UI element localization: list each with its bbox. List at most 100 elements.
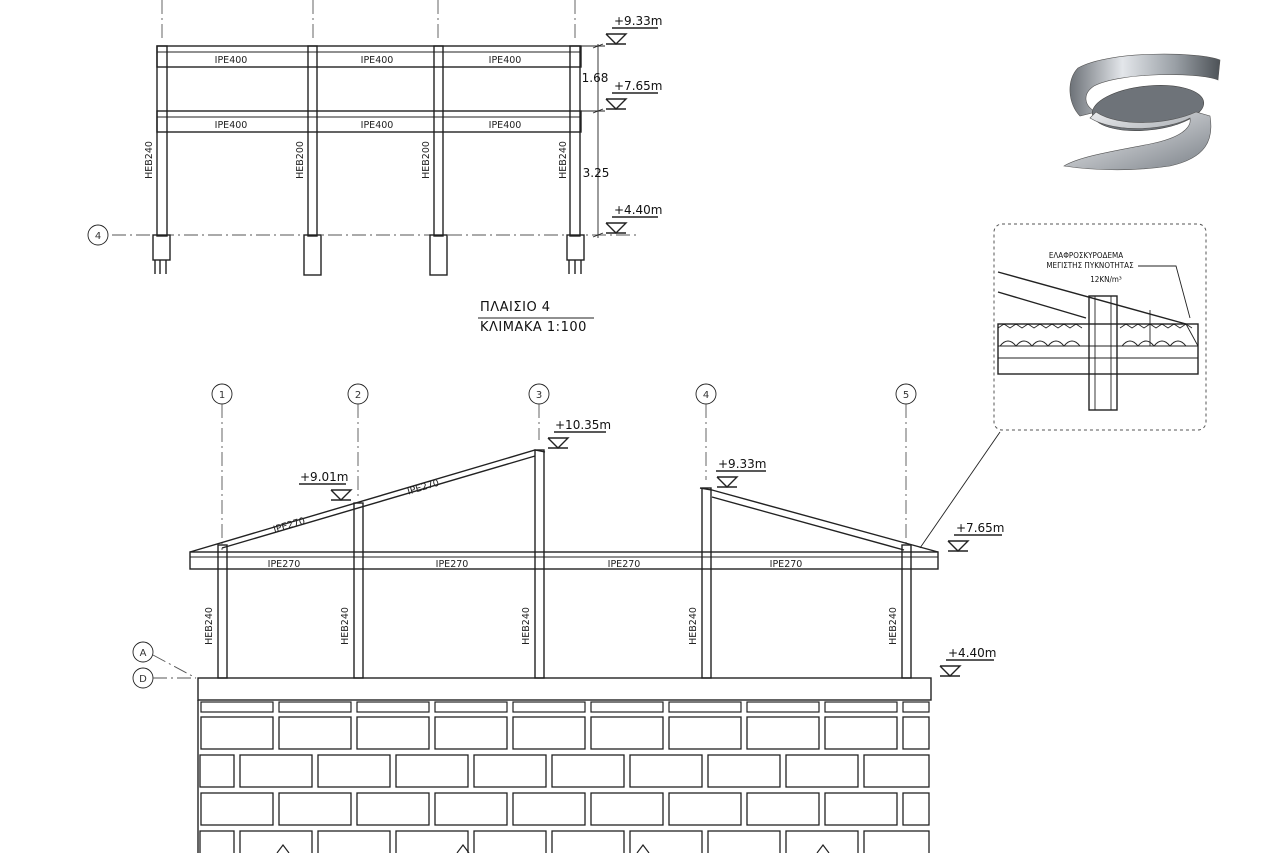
column	[307, 45, 318, 237]
brick	[278, 716, 352, 750]
marker-triangle	[456, 844, 470, 853]
brick	[356, 792, 430, 826]
elevation-marker	[605, 27, 658, 45]
cross-section: 1 2 3 4 5 IPE270 IPE270 IPE270 IPE270 IP…	[132, 383, 1004, 701]
brick	[200, 701, 274, 713]
column	[353, 502, 364, 679]
axis-bubble-label: 3	[536, 390, 542, 401]
axis-bubble-label: 5	[903, 390, 909, 401]
brick	[668, 792, 742, 826]
brick	[434, 716, 508, 750]
brick	[902, 716, 930, 750]
s-ribbon-logo-icon	[1063, 53, 1221, 171]
elevation-marker	[605, 92, 658, 110]
column	[901, 544, 912, 679]
column-label: HEB200	[295, 141, 306, 179]
brick	[199, 830, 235, 853]
roof-detail-callout: ΕΛΑΦΡΟΣΚΥΡΟΔΕΜΑ ΜΕΓΙΣΤΗΣ ΠΥΚΝΟΤΗΤΑΣ 12KN…	[919, 223, 1207, 549]
brick	[512, 716, 586, 750]
brick	[824, 792, 898, 826]
row-bubble-label: A	[140, 648, 147, 659]
dimension-label: 1.68	[582, 71, 609, 85]
elevation-label: +9.33m	[614, 14, 662, 28]
brick	[590, 701, 664, 713]
column-label: HEB240	[688, 607, 699, 645]
brick	[278, 701, 352, 713]
brick	[590, 716, 664, 750]
column-label: HEB240	[340, 607, 351, 645]
marker-triangle	[636, 844, 650, 853]
row-bubble-label: D	[139, 674, 147, 685]
axis-bubble-label: 1	[219, 390, 225, 401]
brick	[551, 830, 625, 853]
brick	[356, 701, 430, 713]
elevation-marker	[947, 534, 1002, 552]
brick	[199, 754, 235, 788]
rafter-label: IPE270	[272, 516, 306, 536]
brick	[200, 792, 274, 826]
elevation-marker	[939, 659, 994, 677]
dimension-label: 3.25	[583, 166, 610, 180]
column	[433, 45, 444, 237]
elevation-label: +4.40m	[614, 203, 662, 217]
elevation-label: +4.40m	[948, 646, 996, 660]
elevation-label: +10.35m	[555, 418, 611, 432]
column-label: HEB240	[888, 607, 899, 645]
footing	[152, 234, 171, 274]
brick	[395, 830, 469, 853]
beam-label: IPE270	[436, 559, 469, 570]
brick	[824, 716, 898, 750]
row-bubble	[132, 641, 154, 663]
grid-bubble-4	[87, 224, 109, 246]
brick	[200, 716, 274, 750]
grid-bubble-label: 4	[95, 231, 101, 242]
frame-scale: ΚΛΙΜΑΚΑ 1:100	[480, 320, 587, 335]
column-label: HEB240	[144, 141, 155, 179]
footing	[303, 234, 322, 276]
existing-slab	[197, 677, 932, 701]
marker-triangle	[816, 844, 830, 853]
frame-title: ΠΛΑΙΣΙΟ 4	[480, 300, 551, 315]
brick	[629, 754, 703, 788]
column	[217, 544, 228, 679]
beam-label: IPE400	[489, 55, 522, 66]
column-label: HEB240	[204, 607, 215, 645]
column-label: HEB240	[558, 141, 569, 179]
brick	[473, 830, 547, 853]
beam-label: IPE270	[770, 559, 803, 570]
brick	[590, 792, 664, 826]
beam-label: IPE400	[361, 55, 394, 66]
detail-note: ΜΕΓΙΣΤΗΣ ΠΥΚΝΟΤΗΤΑΣ	[1046, 261, 1134, 270]
column-label: HEB240	[521, 607, 532, 645]
brick	[863, 830, 930, 853]
column	[156, 45, 168, 237]
brick	[629, 830, 703, 853]
elevation-marker	[605, 216, 658, 234]
brick	[317, 830, 391, 853]
brick	[434, 792, 508, 826]
brick	[278, 792, 352, 826]
beam-label: IPE400	[361, 120, 394, 131]
column-label: HEB200	[421, 141, 432, 179]
brick	[707, 830, 781, 853]
brick	[785, 754, 859, 788]
beam-label: IPE400	[489, 120, 522, 131]
brick	[902, 792, 930, 826]
footing	[566, 234, 585, 274]
brick	[356, 716, 430, 750]
brick	[746, 701, 820, 713]
brick	[707, 754, 781, 788]
column	[534, 449, 545, 679]
brick	[473, 754, 547, 788]
brick	[668, 701, 742, 713]
elevation-label: +7.65m	[614, 79, 662, 93]
beam-label: IPE270	[608, 559, 641, 570]
beam-label: IPE270	[268, 559, 301, 570]
brick	[239, 754, 313, 788]
marker-triangle	[276, 844, 290, 853]
brick	[239, 830, 313, 853]
elevation-marker	[547, 431, 606, 449]
beam-label: IPE400	[215, 55, 248, 66]
detail-note: ΕΛΑΦΡΟΣΚΥΡΟΔΕΜΑ	[1049, 251, 1123, 260]
